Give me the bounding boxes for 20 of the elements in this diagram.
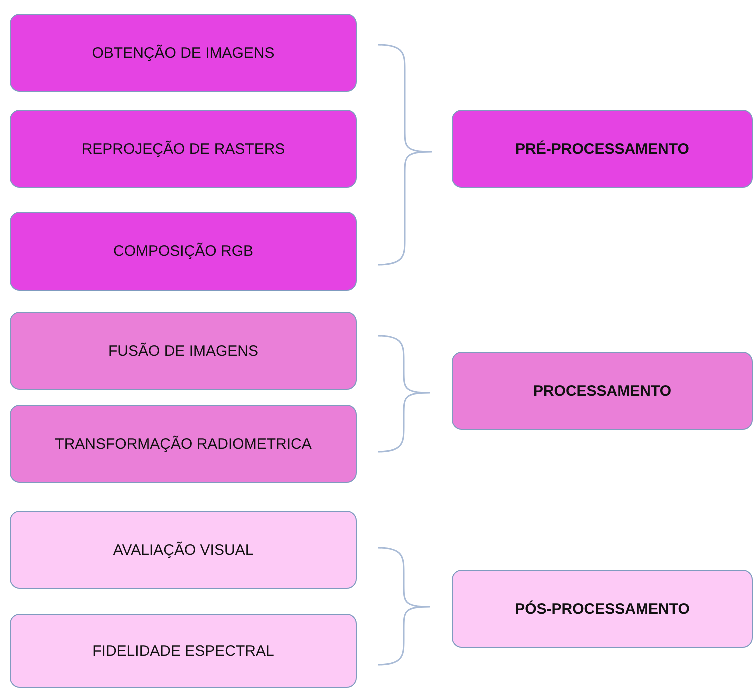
stage-label: PRÉ-PROCESSAMENTO (516, 140, 690, 158)
step-box (10, 405, 357, 483)
step-label: COMPOSIÇÃO RGB (113, 243, 254, 260)
step-box (10, 614, 357, 688)
stage-box (452, 570, 753, 648)
step-box (10, 511, 357, 589)
step-label: FUSÃO DE IMAGENS (108, 342, 259, 360)
step-box (10, 212, 357, 291)
stage-box (452, 110, 753, 188)
step-label: AVALIAÇÃO VISUAL (113, 542, 254, 558)
stage-label: PÓS-PROCESSAMENTO (515, 600, 690, 618)
step-box (10, 14, 357, 92)
step-label: FIDELIDADE ESPECTRAL (92, 642, 274, 660)
stage-label: PROCESSAMENTO (533, 382, 672, 400)
step-label: OBTENÇÃO DE IMAGENS (92, 44, 275, 62)
stage-box (452, 352, 753, 430)
step-label: REPROJEÇÃO DE RASTERS (82, 140, 286, 158)
step-label: TRANSFORMAÇÃO RADIOMETRICA (55, 436, 312, 452)
step-box (10, 312, 357, 390)
step-box (10, 110, 357, 188)
